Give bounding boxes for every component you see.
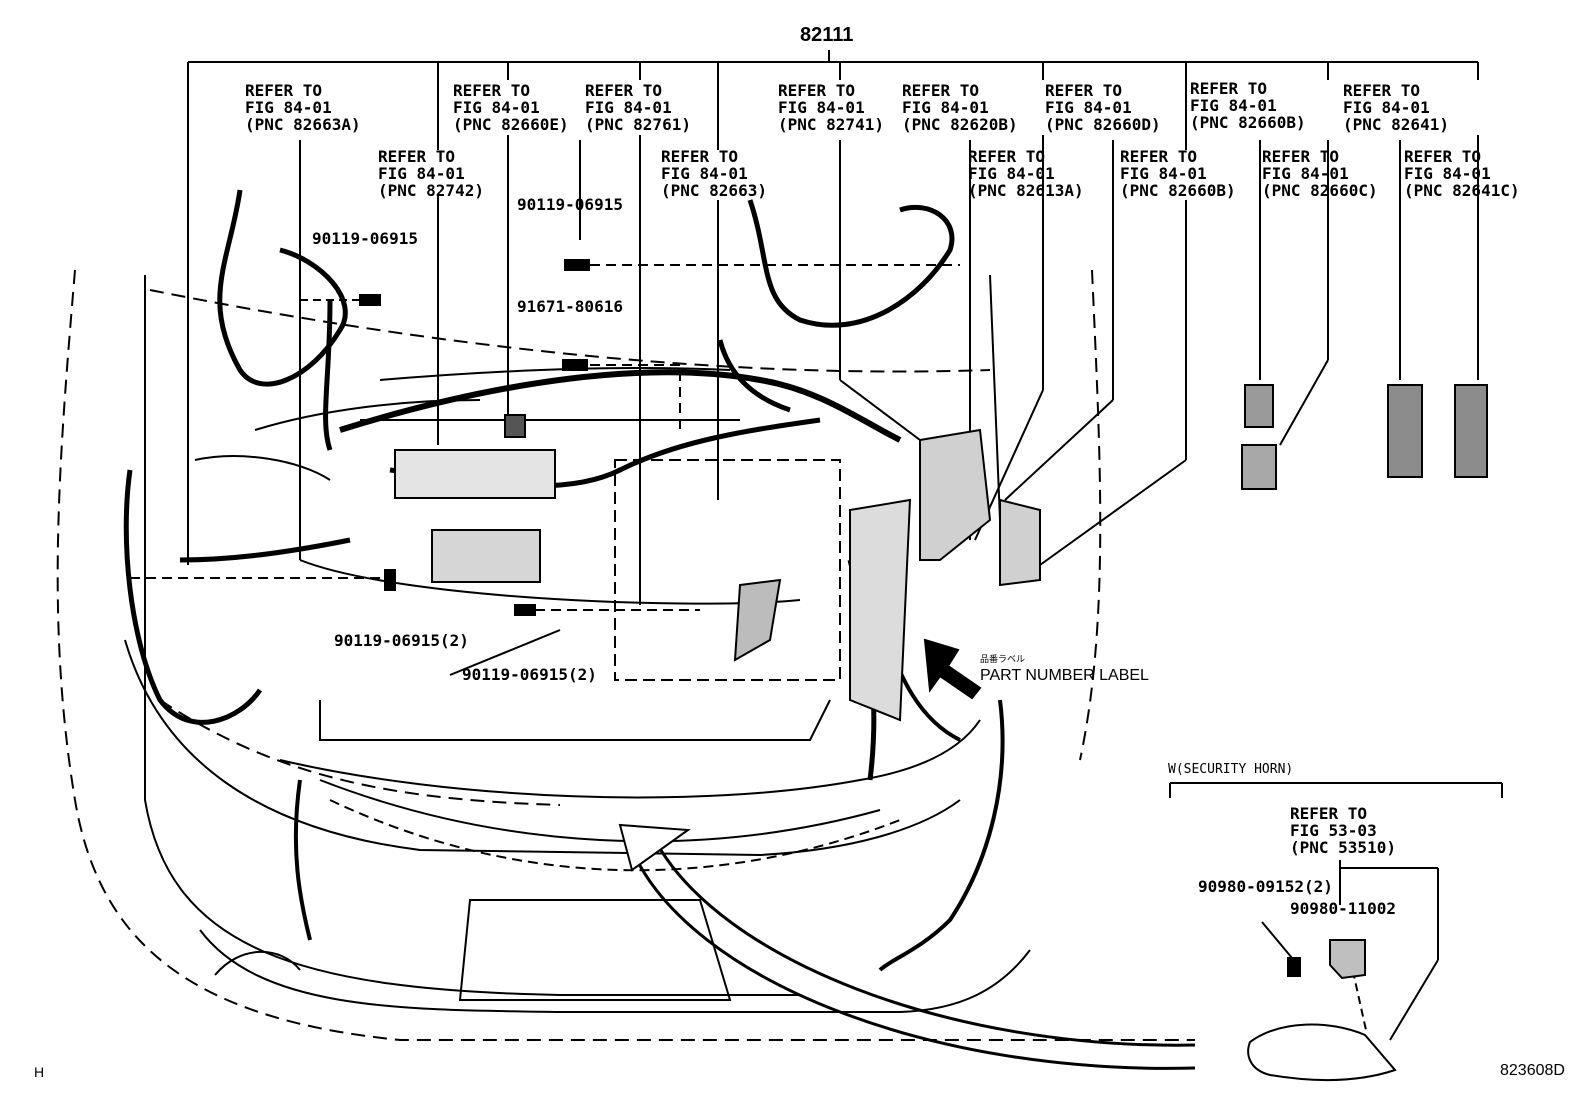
refer-label-82663a: REFER TO FIG 84-01 (PNC 82663A) xyxy=(245,81,361,134)
refer-label-82663: REFER TO FIG 84-01 (PNC 82663) xyxy=(661,147,767,200)
part-number-label: PART NUMBER LABEL xyxy=(980,667,1149,684)
refer-label-82741: REFER TO FIG 84-01 (PNC 82741) xyxy=(778,81,884,134)
part-number-bolt-left: 90119-06915 xyxy=(312,229,418,248)
refer-label-82660d: REFER TO FIG 84-01 (PNC 82660D) xyxy=(1045,81,1161,134)
security-horn-title: W(SECURITY HORN) xyxy=(1168,762,1294,777)
part-number-clip: 91671-80616 xyxy=(517,297,623,316)
refer-label-82641: REFER TO FIG 84-01 (PNC 82641) xyxy=(1343,81,1449,134)
part-number-bolt-pair-center: 90119-06915(2) xyxy=(462,665,597,684)
part-number-bolt-pair-left: 90119-06915(2) xyxy=(334,631,469,650)
refer-label-82613a: REFER TO FIG 84-01 (PNC 82613A) xyxy=(968,147,1084,200)
refer-label-82742: REFER TO FIG 84-01 (PNC 82742) xyxy=(378,147,484,200)
part-number-horn: 90980-11002 xyxy=(1290,899,1396,918)
part-number-horn-nut: 90980-09152(2) xyxy=(1198,877,1333,896)
diagram-id: 823608D xyxy=(1500,1062,1565,1079)
corner-mark: H xyxy=(34,1064,45,1080)
refer-label-82660c: REFER TO FIG 84-01 (PNC 82660C) xyxy=(1262,147,1378,200)
refer-label-82620b: REFER TO FIG 84-01 (PNC 82620B) xyxy=(902,81,1018,134)
refer-label-82660e: REFER TO FIG 84-01 (PNC 82660E) xyxy=(453,81,569,134)
refer-label-82660b-top: REFER TO FIG 84-01 (PNC 82660B) xyxy=(1190,79,1306,132)
part-number-label-jp: 品番ラベル xyxy=(980,655,1026,665)
part-number-bolt-center: 90119-06915 xyxy=(517,195,623,214)
refer-label-82641c: REFER TO FIG 84-01 (PNC 82641C) xyxy=(1404,147,1520,200)
refer-label-82660b: REFER TO FIG 84-01 (PNC 82660B) xyxy=(1120,147,1236,200)
refer-label-82761: REFER TO FIG 84-01 (PNC 82761) xyxy=(585,81,691,134)
main-part-number: 82111 xyxy=(800,24,854,46)
refer-label-53510: REFER TO FIG 53-03 (PNC 53510) xyxy=(1290,804,1396,857)
